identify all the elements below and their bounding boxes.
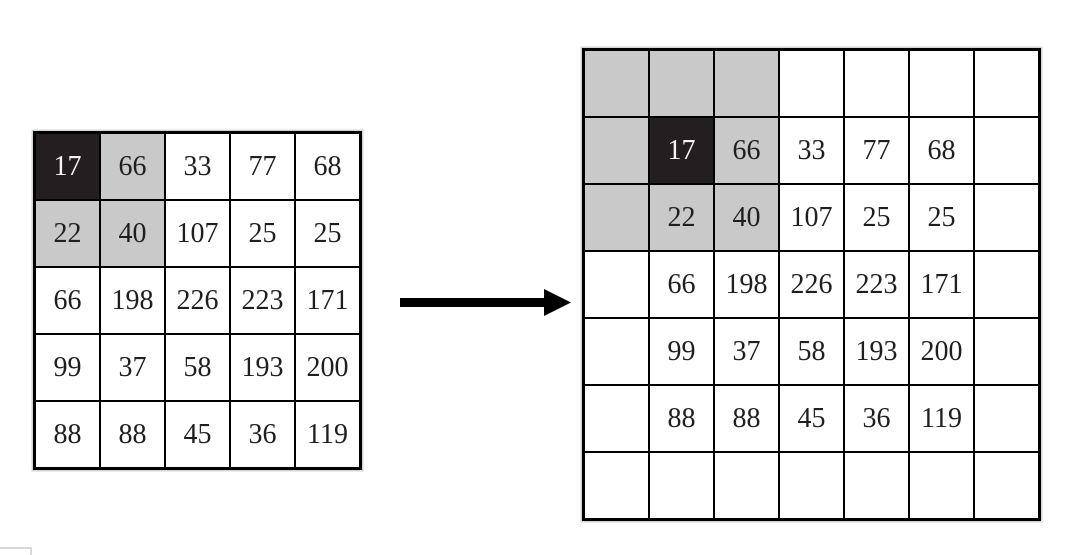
grid-cell (715, 51, 778, 116)
grid-cell: 25 (910, 185, 973, 250)
grid-cell: 88 (715, 386, 778, 451)
grid-cell: 226 (780, 252, 843, 317)
grid-cell: 37 (715, 319, 778, 384)
grid-cell (585, 185, 648, 250)
grid-cell: 25 (845, 185, 908, 250)
grid-cell (975, 185, 1038, 250)
grid-cell (845, 51, 908, 116)
grid-cell: 22 (36, 201, 99, 266)
grid-cell: 226 (166, 268, 229, 333)
grid-cell: 33 (780, 118, 843, 183)
grid-cell (910, 453, 973, 518)
grid-cell (910, 51, 973, 116)
arrow-icon (396, 284, 576, 322)
grid-cell: 223 (231, 268, 294, 333)
grid-cell: 68 (296, 134, 359, 199)
grid-cell: 99 (650, 319, 713, 384)
grid-cell: 66 (715, 118, 778, 183)
grid-cell: 33 (166, 134, 229, 199)
grid-cell: 200 (910, 319, 973, 384)
grid-cell (975, 118, 1038, 183)
grid-cell: 88 (36, 402, 99, 467)
grid-cell (650, 51, 713, 116)
grid-cell: 119 (910, 386, 973, 451)
grid-cell: 17 (36, 134, 99, 199)
grid-cell: 193 (845, 319, 908, 384)
grid-cell: 40 (715, 185, 778, 250)
grid-cell: 66 (650, 252, 713, 317)
grid-cell: 66 (36, 268, 99, 333)
grid-cell: 58 (166, 335, 229, 400)
grid-cell (585, 453, 648, 518)
grid-cell: 37 (101, 335, 164, 400)
grid-cell (585, 386, 648, 451)
grid-cell: 107 (166, 201, 229, 266)
grid-cell: 36 (845, 386, 908, 451)
grid-cell: 77 (231, 134, 294, 199)
grid-cell: 107 (780, 185, 843, 250)
grid-cell: 198 (715, 252, 778, 317)
grid-cell: 171 (296, 268, 359, 333)
grid-cell: 40 (101, 201, 164, 266)
grid-cell (585, 252, 648, 317)
grid-cell: 88 (650, 386, 713, 451)
grid-cell: 119 (296, 402, 359, 467)
grid-cell (975, 51, 1038, 116)
grid-cell (780, 453, 843, 518)
grid-cell: 66 (101, 134, 164, 199)
grid-cell: 68 (910, 118, 973, 183)
grid-cell: 45 (780, 386, 843, 451)
grid-cell (780, 51, 843, 116)
grid-cell: 193 (231, 335, 294, 400)
grid-cell: 58 (780, 319, 843, 384)
grid-cell: 17 (650, 118, 713, 183)
grid-cell: 45 (166, 402, 229, 467)
grid-cell (975, 319, 1038, 384)
grid-cell: 99 (36, 335, 99, 400)
grid-cell: 25 (296, 201, 359, 266)
corner-box-artifact (0, 547, 32, 555)
grid-cell (975, 252, 1038, 317)
grid-cell (585, 319, 648, 384)
grid-cell: 223 (845, 252, 908, 317)
grid-cell: 88 (101, 402, 164, 467)
grid-cell (975, 386, 1038, 451)
grid-cell: 77 (845, 118, 908, 183)
grid-cell: 22 (650, 185, 713, 250)
grid-cell (650, 453, 713, 518)
grid-cell (845, 453, 908, 518)
grid-cell: 198 (101, 268, 164, 333)
grid-cell (975, 453, 1038, 518)
grid-cell (585, 51, 648, 116)
grid-cell: 171 (910, 252, 973, 317)
grid-cell: 200 (296, 335, 359, 400)
grid-cell: 25 (231, 201, 294, 266)
grid-cell (715, 453, 778, 518)
grid-cell (585, 118, 648, 183)
grid-cell: 36 (231, 402, 294, 467)
